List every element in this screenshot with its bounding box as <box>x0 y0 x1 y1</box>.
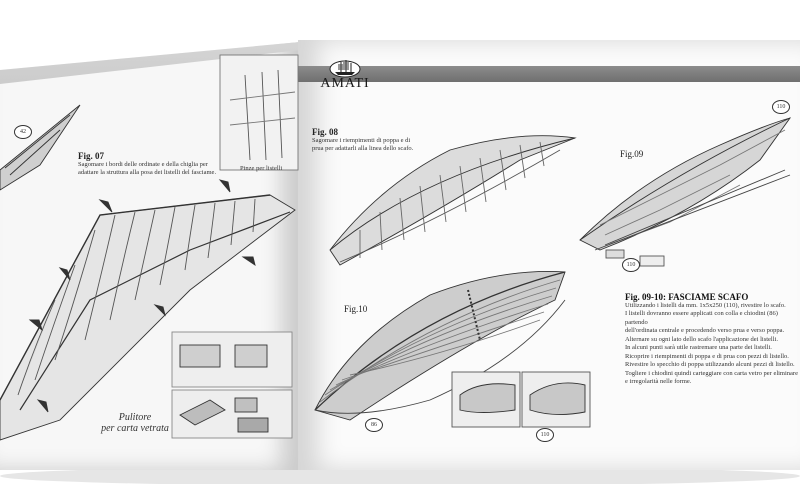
fig07-block: Fig. 07 Sagomare i bordi delle ordinate … <box>78 151 218 176</box>
fig07-text: Sagomare i bordi delle ordinate e della … <box>78 161 217 176</box>
fig08-text: Sagomare i riempimenti di poppa e di pru… <box>312 137 414 152</box>
fig0910-block: Fig. 09-10: FASCIAME SCAFO Utilizzando i… <box>625 292 800 386</box>
brand-logo: AMATI <box>320 58 370 92</box>
hull-skeleton-fig07 <box>0 194 296 441</box>
right-page-header-band <box>298 66 800 82</box>
hull-fig10 <box>314 271 566 421</box>
arrow-marks-left <box>28 179 256 413</box>
pulitore-caption-line2: per carta vetrata <box>101 423 169 434</box>
callout-42: 42 <box>14 125 32 139</box>
fig08-block: Fig. 08 Sagomare i riempimenti di poppa … <box>312 127 422 152</box>
fig0910-body: Utilizzando i listelli da mm. 1x5x250 (1… <box>625 302 798 385</box>
fig08-title: Fig. 08 <box>312 127 338 137</box>
callout-86: 86 <box>365 418 383 432</box>
hull-fig09 <box>579 117 792 251</box>
fig0910-heading: Fig. 09-10: FASCIAME SCAFO <box>625 292 749 302</box>
small-hull-drawing <box>0 104 81 191</box>
fig10-title: Fig.10 <box>344 304 368 314</box>
pinze-diagram <box>219 54 299 171</box>
callout-110-top: 110 <box>772 100 790 114</box>
pulitore-caption: Pulitore per carta vetrata <box>95 412 175 434</box>
callout-110-bottom: 110 <box>536 428 554 442</box>
ship-logo-icon <box>329 60 361 78</box>
brand-name: AMATI <box>320 76 370 91</box>
fig07-title: Fig. 07 <box>78 151 104 161</box>
pulitore-caption-line1: Pulitore <box>118 412 152 423</box>
pinze-label: Pinze per listelli <box>240 165 283 172</box>
fig09-title: Fig.09 <box>620 149 644 159</box>
callout-110-mid: 110 <box>622 258 640 272</box>
hull-fig08 <box>329 135 577 266</box>
